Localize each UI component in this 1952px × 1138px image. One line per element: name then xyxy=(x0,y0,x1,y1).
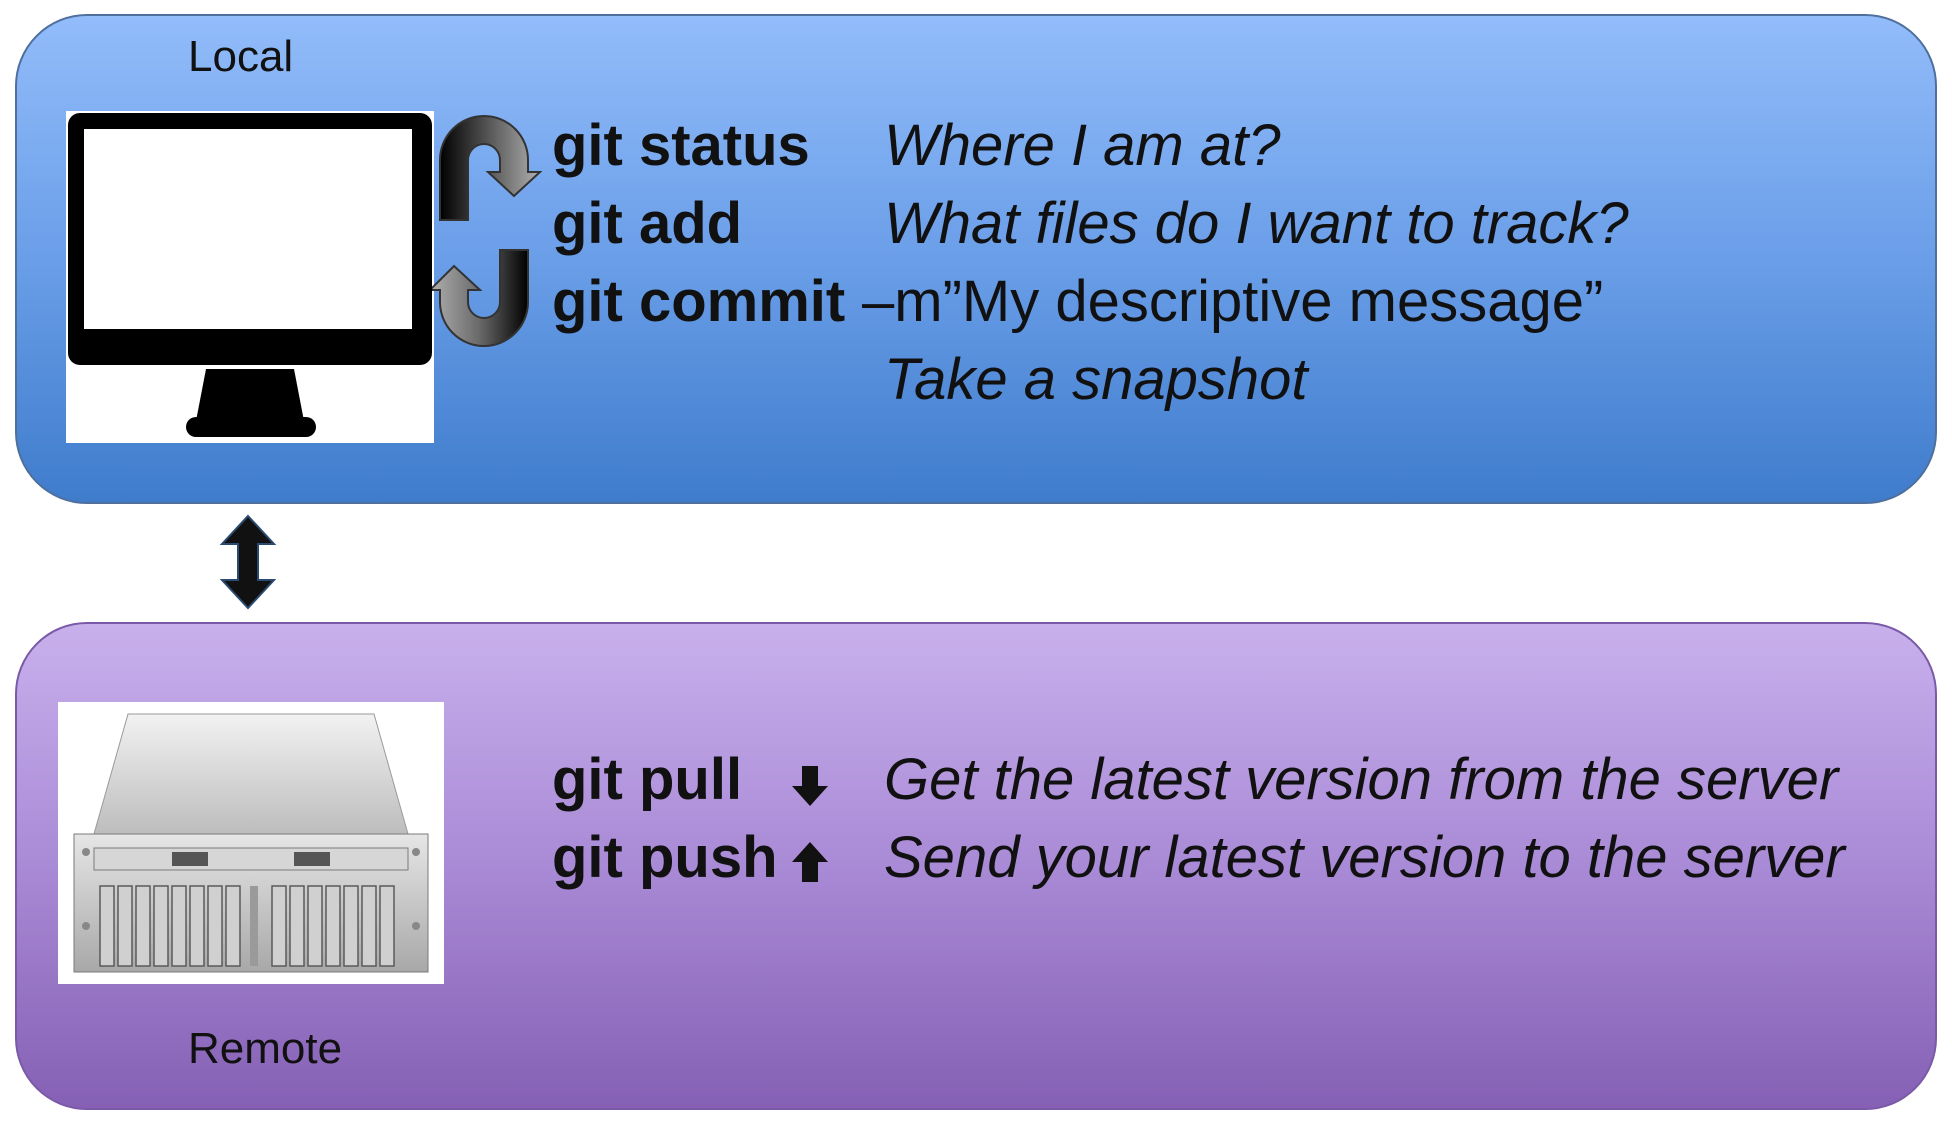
git-add-command: git add xyxy=(552,191,743,256)
git-pull-command: git pull xyxy=(552,747,743,812)
double-vertical-arrow-icon xyxy=(219,514,277,610)
u-turn-arrows-icon xyxy=(432,115,542,347)
git-status-command: git status xyxy=(552,113,810,178)
git-pull-description: Get the latest version from the server xyxy=(884,747,1839,812)
local-label: Local xyxy=(188,32,294,81)
git-add-description: What files do I want to track? xyxy=(884,191,1629,256)
git-push-description: Send your latest version to the server xyxy=(884,825,1845,890)
git-commit-command: git commit xyxy=(552,269,846,334)
arrow-down-icon xyxy=(792,766,828,806)
git-status-description: Where I am at? xyxy=(884,113,1281,178)
arrow-up-icon xyxy=(792,842,828,882)
remote-label: Remote xyxy=(188,1024,343,1073)
snapshot-description: Take a snapshot xyxy=(884,347,1308,412)
rack-server-icon xyxy=(58,702,444,984)
git-push-command: git push xyxy=(552,825,778,890)
git-commit-message: –m”My descriptive message” xyxy=(862,269,1604,334)
desktop-monitor-icon xyxy=(66,111,434,443)
